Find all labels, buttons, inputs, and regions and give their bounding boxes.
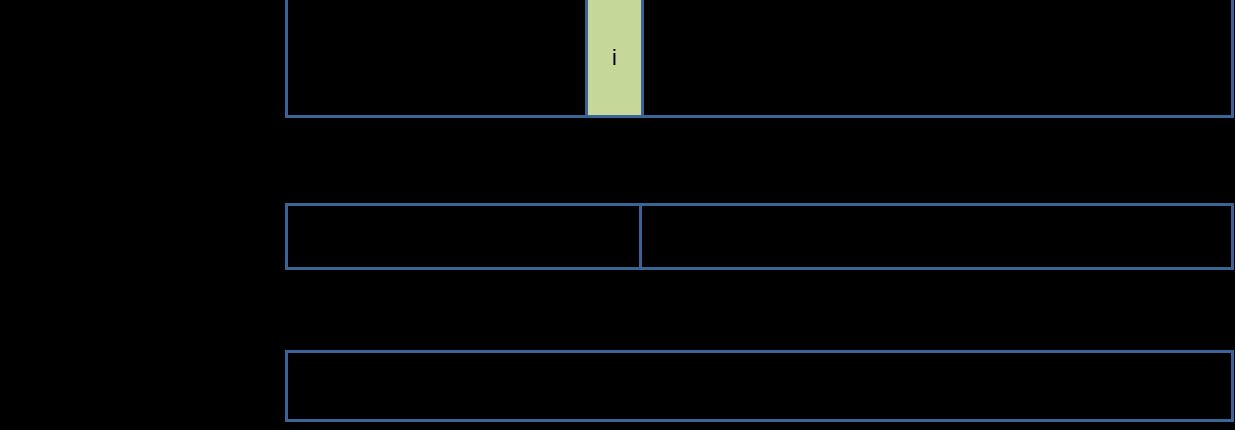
top-bar-cell-1[interactable] [288,0,585,115]
top-bar[interactable]: i [285,0,1234,118]
top-bar-cell-3[interactable] [641,0,1231,115]
top-bar-cell-2-highlighted[interactable]: i [585,0,641,115]
middle-bar[interactable] [285,203,1234,270]
bottom-bar-cell-1[interactable] [288,353,1231,419]
bottom-bar[interactable] [285,350,1234,422]
middle-bar-cell-1[interactable] [288,206,639,267]
middle-bar-cell-2[interactable] [639,206,1231,267]
